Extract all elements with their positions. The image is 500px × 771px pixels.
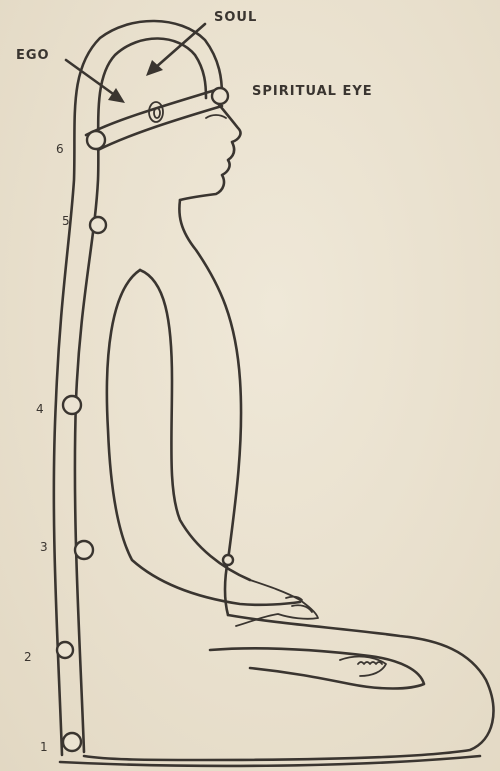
center-node-1 <box>63 733 81 751</box>
crossed-leg <box>210 648 424 688</box>
center-node-5 <box>90 217 106 233</box>
elbow-node <box>223 555 233 565</box>
arm-outline <box>107 270 300 605</box>
toes <box>358 662 382 664</box>
front-body <box>179 200 241 615</box>
center-node-2 <box>57 642 73 658</box>
center-label-1: 1 <box>40 740 49 754</box>
center-label-5: 5 <box>62 214 71 228</box>
ego-label: EGO <box>16 48 50 63</box>
center-node-6 <box>87 131 105 149</box>
center-label-6: 6 <box>56 142 65 156</box>
spiritual-eye-node <box>212 88 228 104</box>
ear-inner <box>154 108 160 118</box>
arm-inner <box>140 270 250 580</box>
ear <box>149 102 163 122</box>
spiritual-eye-label: SPIRITUAL EYE <box>252 84 373 99</box>
center-label-4: 4 <box>36 402 45 416</box>
lap-outline <box>84 615 493 760</box>
soul-label: SOUL <box>214 10 257 25</box>
center-label-2: 2 <box>24 650 33 664</box>
eye <box>206 115 226 118</box>
center-node-3 <box>75 541 93 559</box>
ego-arrow-head <box>108 88 125 103</box>
foot <box>340 657 386 676</box>
center-node-4 <box>63 396 81 414</box>
center-label-3: 3 <box>40 540 49 554</box>
